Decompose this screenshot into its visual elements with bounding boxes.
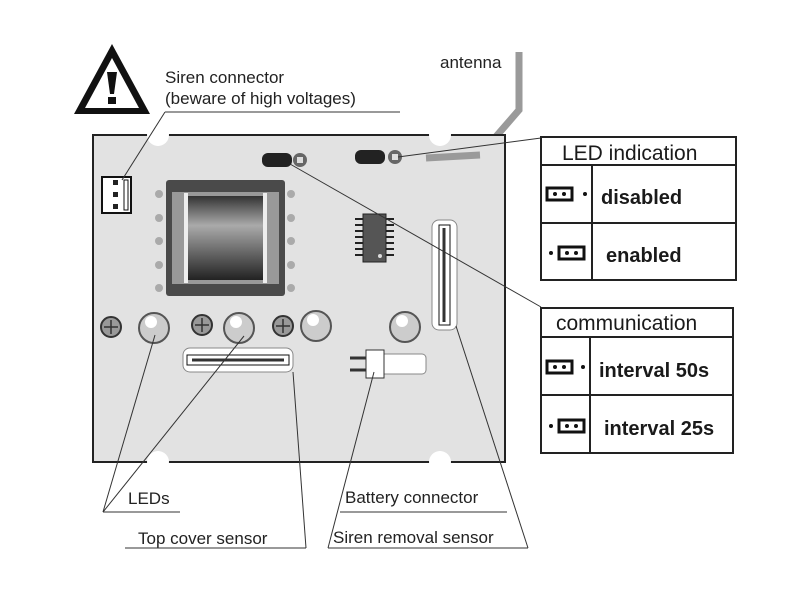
jumper-right-position-icon — [549, 245, 586, 261]
jumper-led-indication[interactable] — [355, 150, 402, 164]
led-indication-title: LED indication — [562, 142, 697, 165]
leader-lines — [102, 111, 542, 549]
warning-triangle-icon — [74, 44, 150, 114]
jumper-communication[interactable] — [262, 153, 307, 167]
antenna-label: antenna — [440, 53, 502, 72]
interval-25s-label: interval 25s — [604, 418, 714, 440]
jumper-right-position-icon — [549, 418, 586, 434]
screws — [100, 314, 294, 338]
transformer — [155, 180, 295, 296]
siren-connector-label: Siren connector — [165, 68, 284, 87]
microcontroller-chip — [355, 213, 394, 263]
led-disabled-label: disabled — [601, 187, 682, 209]
siren-removal-sensor-label: Siren removal sensor — [333, 528, 494, 547]
communication-table — [540, 307, 734, 454]
jumper-left-position-icon — [545, 186, 587, 202]
led-enabled-label: enabled — [606, 245, 682, 267]
top-cover-sensor — [182, 347, 294, 373]
siren-warning-label: (beware of high voltages) — [165, 89, 356, 108]
communication-title: communication — [556, 312, 697, 335]
interval-50s-label: interval 50s — [599, 360, 709, 382]
led-indication-table — [540, 136, 737, 281]
leds — [138, 310, 421, 344]
battery-connector-label: Battery connector — [345, 488, 479, 507]
jumper-left-position-icon — [545, 359, 585, 375]
siren-removal-sensor — [431, 219, 458, 331]
battery-connector — [350, 349, 427, 379]
siren-connector — [101, 176, 132, 214]
leds-label: LEDs — [128, 489, 170, 508]
top-cover-sensor-label: Top cover sensor — [138, 529, 268, 548]
